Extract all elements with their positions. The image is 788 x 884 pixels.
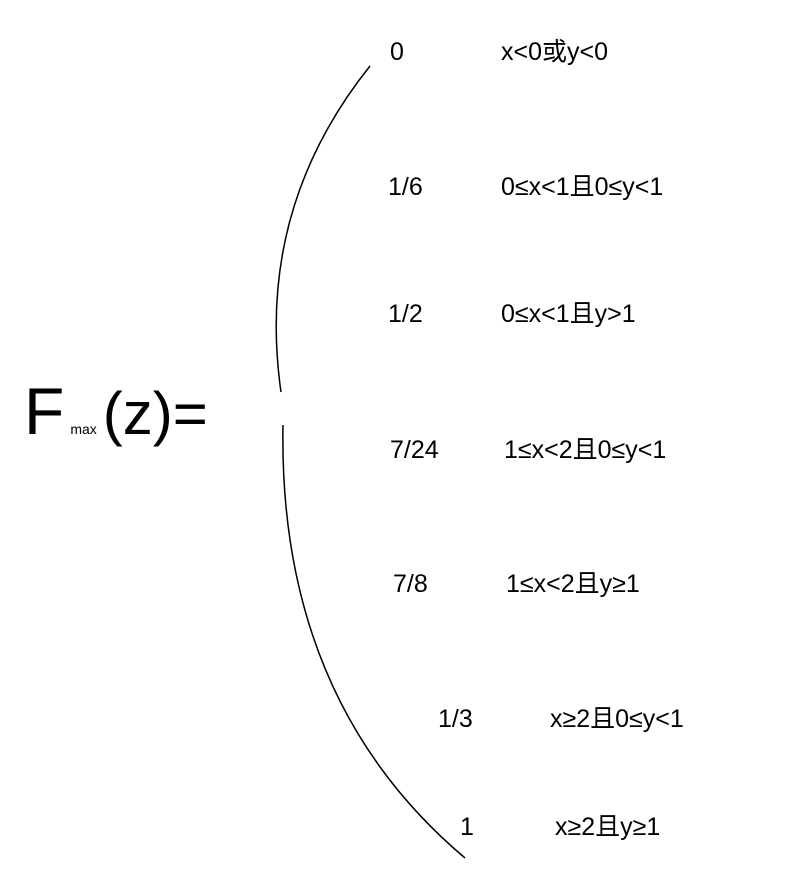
case-value: 1 <box>460 813 474 841</box>
case-value: 1/2 <box>388 300 423 328</box>
case-condition: x<0或y<0 <box>501 38 609 66</box>
function-symbol: F <box>24 374 65 448</box>
case-value: 1/6 <box>388 173 423 201</box>
case-value: 1/3 <box>438 705 473 733</box>
case-condition: x≥2且y≥1 <box>555 813 661 841</box>
brace-upper-arc <box>275 65 371 393</box>
case-value: 7/24 <box>390 436 439 464</box>
case-value: 0 <box>390 38 404 66</box>
case-condition: 1≤x<2且y≥1 <box>506 570 640 598</box>
case-value: 7/8 <box>393 570 428 598</box>
case-condition: 0≤x<1且0≤y<1 <box>501 173 664 201</box>
brace-lower-arc <box>282 424 466 859</box>
function-argument: (z)= <box>102 380 208 447</box>
case-condition: 1≤x<2且0≤y<1 <box>504 436 667 464</box>
function-subscript: max <box>70 421 97 437</box>
case-condition: 0≤x<1且y>1 <box>501 300 636 328</box>
function-label: F max (z)= <box>24 378 208 458</box>
case-condition: x≥2且0≤y<1 <box>550 705 684 733</box>
